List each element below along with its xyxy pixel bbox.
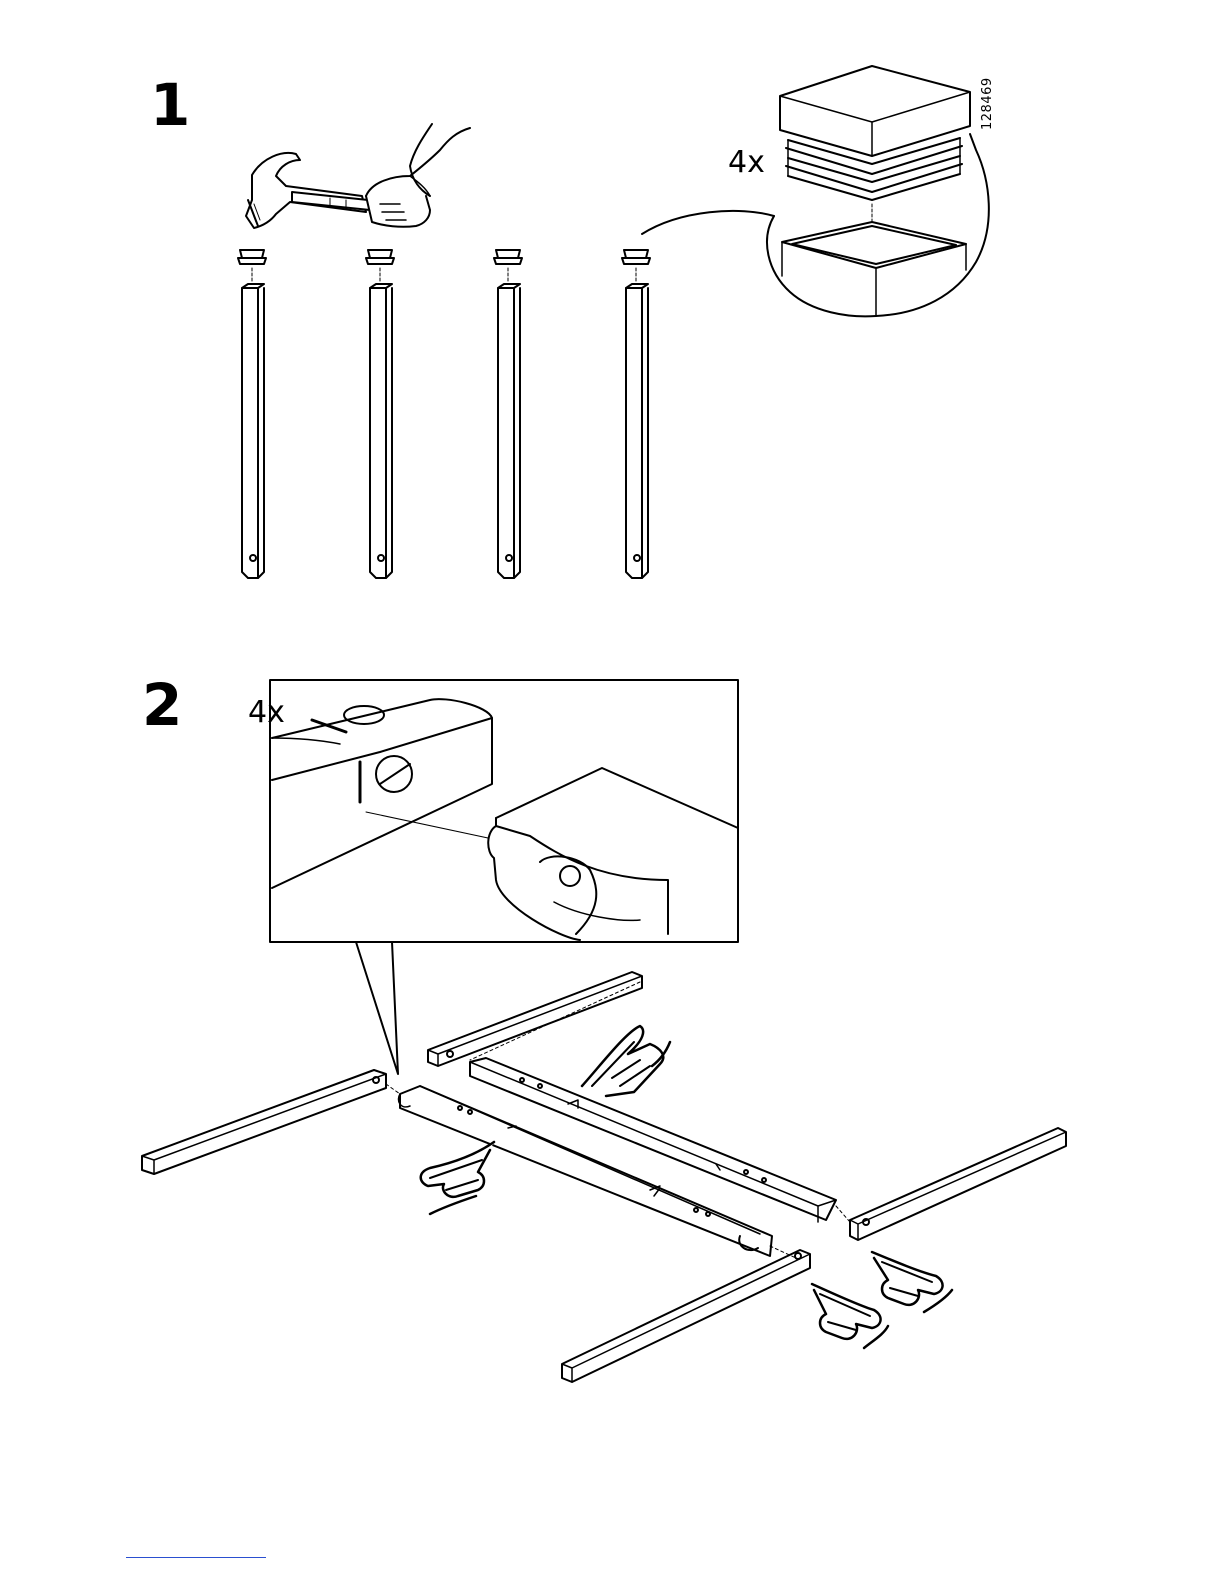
hammer-icon — [246, 153, 370, 228]
detail-box — [270, 680, 738, 1074]
leg-cap-icon — [642, 66, 989, 316]
frame-rails — [142, 972, 1066, 1382]
footer-rule — [126, 1557, 266, 1558]
hand-icon — [366, 124, 470, 227]
leg-assembly-row — [238, 250, 650, 578]
pointing-hand-icon — [812, 1284, 888, 1348]
part-number: 128469 — [980, 77, 995, 130]
step-1-number: 1 — [150, 76, 190, 134]
step-2-quantity: 4x — [248, 698, 285, 728]
leg-4 — [622, 250, 650, 578]
leg-1 — [238, 250, 266, 578]
leg-2 — [366, 250, 394, 578]
pointing-hand-icon — [582, 1026, 670, 1096]
step-1-quantity: 4x — [728, 148, 765, 178]
pointing-hand-icon — [872, 1252, 952, 1312]
leg-3 — [494, 250, 522, 578]
pointing-hand-icon — [421, 1142, 494, 1214]
step-2-number: 2 — [142, 676, 182, 734]
